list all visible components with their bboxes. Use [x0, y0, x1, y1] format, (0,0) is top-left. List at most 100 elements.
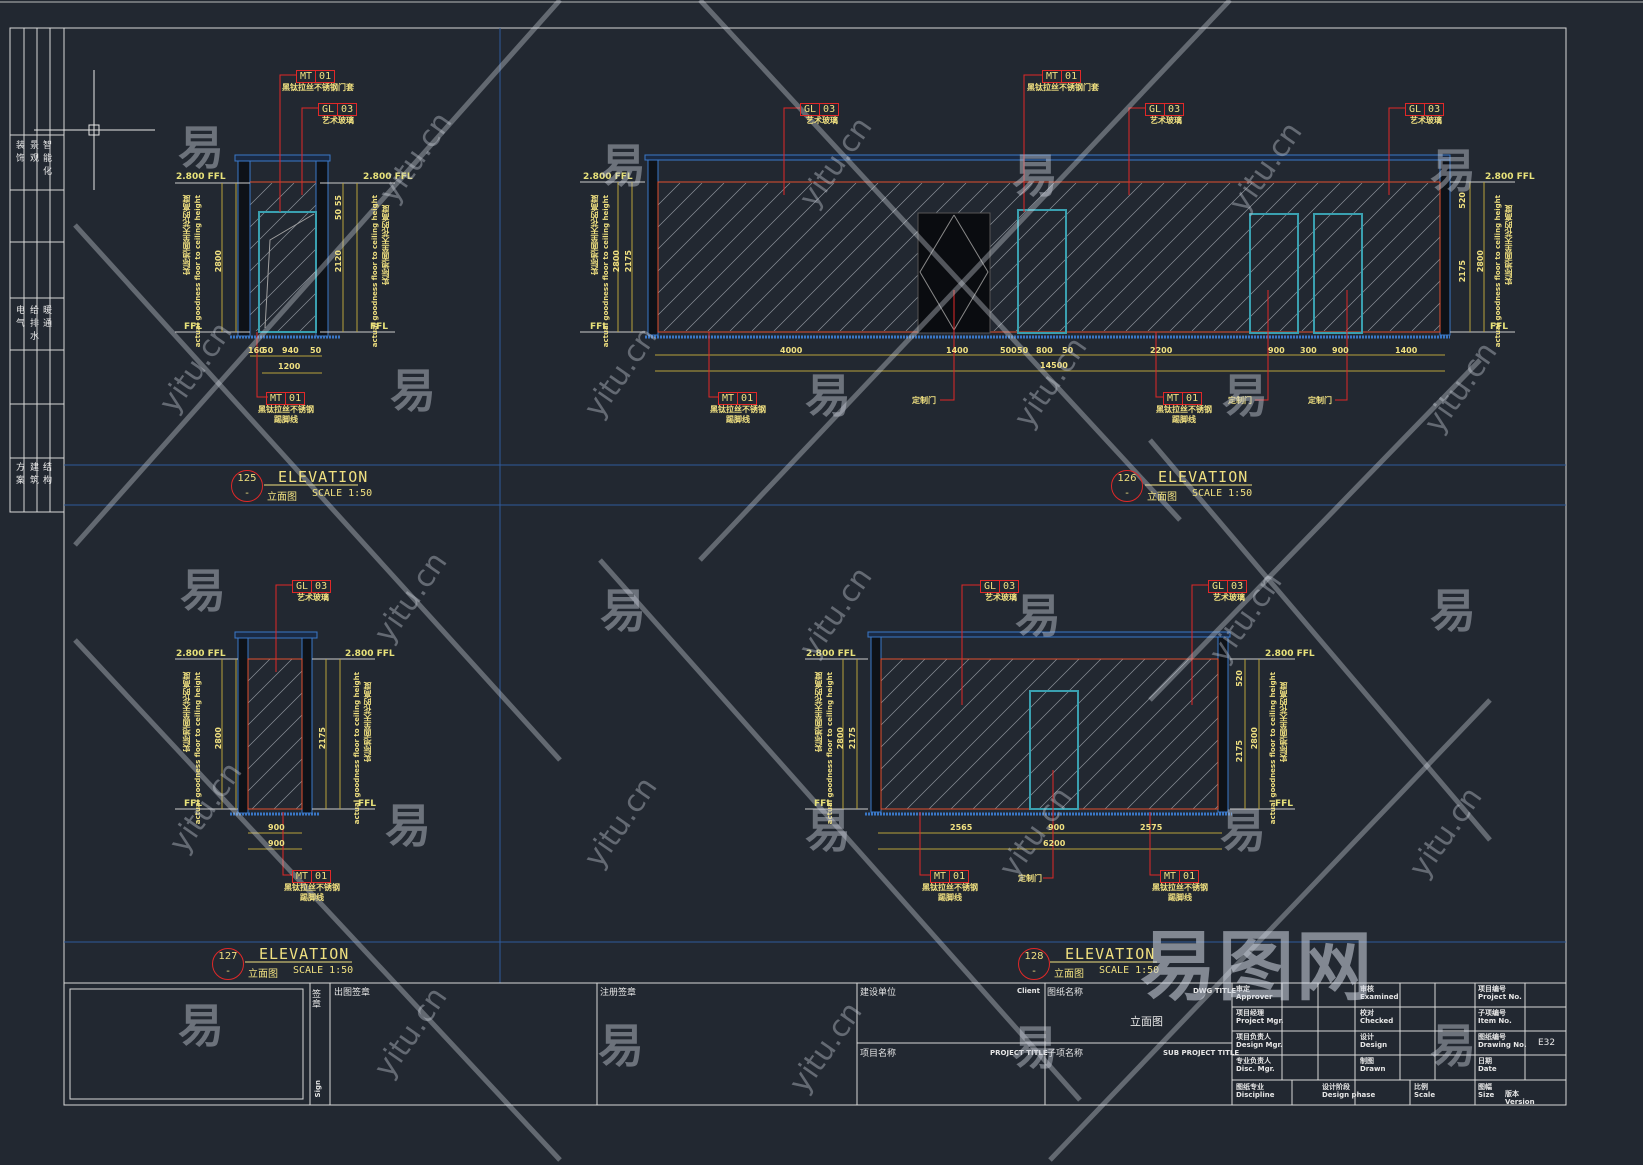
- height-note-en: actual goodness floor to ceiling height: [602, 195, 610, 348]
- tb-dwg-title-value: 立面图: [1130, 1015, 1163, 1028]
- watermark-char: 易: [805, 369, 851, 423]
- height-note-cn: 实际地面至天花的高度: [182, 195, 191, 275]
- elevation-scale: SCALE 1:50: [312, 488, 373, 499]
- elevation-title: ELEVATION: [278, 468, 369, 486]
- dim-overall: 14500: [1040, 361, 1068, 370]
- elevation-title: ELEVATION: [1158, 468, 1249, 486]
- title-underlines: [245, 484, 1252, 963]
- elevation-subtitle: 立面图: [248, 969, 278, 980]
- note-gl03: 艺术玻璃: [1213, 593, 1245, 602]
- level-top: 2.800 FFL: [176, 649, 226, 659]
- height-note-en: actual goodness floor to ceiling height: [1269, 672, 1277, 825]
- tb-registration-stamp: 注册签章: [600, 988, 637, 998]
- height-note-cn: 实际地面至天花的高度: [363, 682, 372, 762]
- tb-project-cn: 项目名称: [860, 1049, 897, 1059]
- dim-height: 2175: [1458, 260, 1467, 283]
- note-gl03: 艺术玻璃: [806, 116, 838, 125]
- tb-project-en: PROJECT TITLE: [990, 1049, 1048, 1057]
- height-note-cn: 实际地面至天花的高度: [814, 672, 823, 752]
- note-custom-door: 定制门: [1228, 396, 1252, 405]
- dim-height: 2800: [214, 727, 223, 750]
- strip-label: 装饰: [14, 140, 24, 166]
- dim-bottom: 300: [1300, 346, 1317, 355]
- tb-dwg-title-cn: 图纸名称: [1047, 988, 1084, 998]
- dim-bottom: 900: [1268, 346, 1285, 355]
- watermark-char: 易: [1012, 149, 1058, 203]
- watermark-char: 易: [805, 804, 851, 858]
- tb-client-cn: 建设单位: [860, 988, 897, 998]
- strip-label: 建筑: [28, 462, 38, 488]
- tb-sign-en: Sign: [314, 1080, 322, 1098]
- dim-bottom: 1400: [1395, 346, 1418, 355]
- height-note-cn: 实际地面至天花的高度: [590, 195, 599, 275]
- note-gl03: 艺术玻璃: [985, 593, 1017, 602]
- strip-label: 结构: [41, 462, 51, 488]
- level-top: 2.800 FFL: [176, 172, 226, 182]
- watermark-char: 易: [385, 799, 431, 853]
- dim-bottom: 2200: [1150, 346, 1173, 355]
- tb-dwg-title-en: DWG TITLE: [1193, 987, 1237, 995]
- dim-bottom: 800: [1036, 346, 1053, 355]
- dim-bottom: 900: [1332, 346, 1349, 355]
- watermark-lines: [73, 0, 1492, 1162]
- level-top: 2.800 FFL: [806, 649, 856, 659]
- elevation-scale: SCALE 1:50: [1192, 488, 1253, 499]
- dim-height: 2175: [848, 727, 857, 750]
- dim-height: 2800: [1250, 727, 1259, 750]
- level-floor: FFL: [814, 799, 833, 809]
- strip-label: 方案: [14, 462, 24, 488]
- watermark-char: 易: [1015, 589, 1061, 643]
- dim-bottom: 4000: [780, 346, 803, 355]
- elevation-128-drawing: [805, 584, 1295, 879]
- height-note-cn: 实际地面至天花的高度: [182, 672, 191, 752]
- level-floor: FFL: [1490, 322, 1509, 332]
- strip-label: 景观: [28, 140, 38, 166]
- strip-label: 智能化: [41, 140, 51, 179]
- note-custom-door: 定制门: [1018, 874, 1042, 883]
- elevation-subtitle: 立面图: [1147, 492, 1177, 503]
- level-top: 2.800 FFL: [345, 649, 395, 659]
- glass-hatch: [658, 183, 1440, 331]
- elevation-number-126: 126-: [1111, 470, 1143, 502]
- watermark-char: 易: [600, 139, 646, 193]
- level-floor: FFL: [358, 799, 377, 809]
- watermark-char: 易: [600, 584, 646, 638]
- dim-bottom: 50: [1062, 346, 1074, 355]
- note-mt01-frame: 黑钛拉丝不锈钢门套: [282, 83, 354, 92]
- level-top: 2.800 FFL: [363, 172, 413, 182]
- elevation-127-drawing: [175, 584, 375, 876]
- watermark-char: 易: [1012, 1021, 1058, 1075]
- level-floor: FFL: [184, 322, 203, 332]
- level-floor: FFL: [370, 322, 389, 332]
- dim-height: 2175: [318, 727, 327, 750]
- side-strip: [9, 27, 65, 513]
- dim-bottom: 50: [310, 346, 322, 355]
- elevation-number-127: 127-: [212, 948, 244, 980]
- watermark-char: 易: [390, 364, 436, 418]
- dim-bottom: 2565: [950, 823, 973, 832]
- note-mt01-skirting: 黑钛拉丝不锈钢踢脚线: [710, 405, 766, 424]
- dim-bottom: 160: [248, 346, 265, 355]
- tb-client-en: Client: [1017, 987, 1041, 995]
- level-floor: FFL: [1275, 799, 1294, 809]
- height-note-en: actual goodness floor to ceiling height: [1494, 195, 1502, 348]
- note-custom-door: 定制门: [1308, 396, 1332, 405]
- watermark-char: 易: [1222, 369, 1268, 423]
